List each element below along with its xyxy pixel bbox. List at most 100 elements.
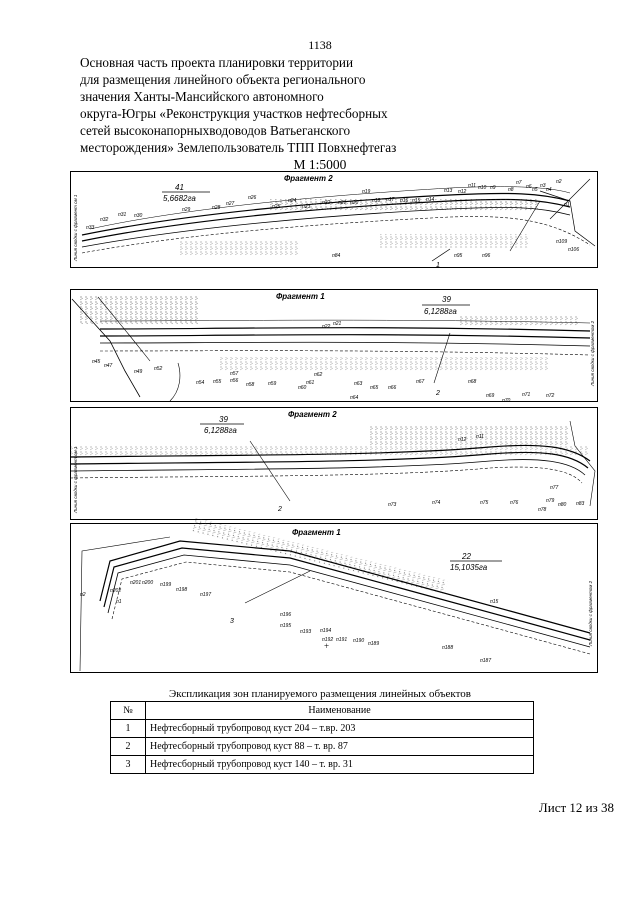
- fragment-label: Фрагмент 1: [276, 292, 325, 301]
- point-label: п66: [388, 385, 397, 391]
- point-label: п17: [386, 197, 395, 203]
- map-panel-4: Фрагмент 1 22 15,1035га Линия сводки с ф…: [70, 517, 598, 673]
- point-label: п79: [546, 498, 555, 504]
- point-label: п25: [272, 204, 281, 210]
- title-line: сетей высоконапорныхводоводов Ватьеганск…: [80, 123, 351, 138]
- point-label: п22: [322, 200, 331, 206]
- point-label: п29: [182, 207, 191, 213]
- point-label: п24: [288, 198, 297, 204]
- point-label: п3: [540, 183, 546, 189]
- row-number: 2: [110, 737, 146, 756]
- map-panel-1: Фрагмент 2 41 5,6682га Линия сводки с фр…: [70, 171, 598, 269]
- title-line: для размещения линейного объекта региона…: [80, 72, 366, 87]
- point-label: п59: [268, 381, 277, 387]
- point-label: п1: [116, 599, 122, 605]
- point-label: п23: [302, 204, 311, 210]
- point-label: п194: [320, 628, 331, 634]
- point-label: п196: [280, 612, 291, 618]
- point-label: п32: [100, 217, 109, 223]
- point-label: п52: [154, 366, 163, 372]
- table-row: 2 Нефтесборный трубопровод куст 88 – т. …: [110, 737, 534, 756]
- zone-number: 39: [442, 295, 451, 304]
- line-number: 2: [277, 506, 282, 513]
- point-label: п14: [426, 197, 435, 203]
- point-label: п191: [336, 637, 347, 643]
- point-label: п70: [502, 398, 511, 404]
- point-label: п96: [482, 253, 491, 259]
- point-label: п195: [280, 623, 291, 629]
- point-label: п5: [532, 187, 538, 193]
- point-label: п60: [298, 385, 307, 391]
- zone-area: 5,6682га: [163, 194, 196, 203]
- point-label: п188: [442, 645, 453, 651]
- title-line: Основная часть проекта планировки террит…: [80, 55, 354, 70]
- point-label: п109: [556, 239, 567, 245]
- point-label: п6: [526, 184, 532, 190]
- point-label: п73: [388, 502, 397, 508]
- cross-marker: +: [324, 641, 329, 651]
- point-label: п95: [454, 253, 463, 259]
- point-label: п193: [300, 629, 311, 635]
- point-label: п15: [490, 599, 499, 605]
- point-label: п45: [92, 359, 101, 365]
- point-label: п78: [538, 507, 547, 513]
- point-label: п21: [333, 321, 342, 327]
- point-label: п13: [444, 188, 453, 194]
- point-label: п58: [246, 382, 255, 388]
- title-line: месторождения» Землепользователь ТПП Пов…: [80, 140, 397, 155]
- row-number: 1: [110, 719, 146, 738]
- point-label: п62: [314, 372, 323, 378]
- point-label: п187: [480, 658, 491, 664]
- point-label: п8: [508, 187, 514, 193]
- point-label: п4: [546, 187, 552, 193]
- table-header-row: № Наименование: [110, 701, 534, 720]
- fragment-label: Фрагмент 2: [284, 174, 333, 183]
- point-label: п2: [556, 179, 562, 185]
- point-label: п20: [350, 200, 359, 206]
- point-label: п68: [468, 379, 477, 385]
- zone-number: 41: [175, 183, 184, 192]
- point-label: п74: [432, 500, 441, 506]
- point-label: п56: [230, 378, 239, 384]
- row-name: Нефтесборный трубопровод куст 204 – т.вр…: [145, 719, 534, 738]
- side-label: Линия сводки с фрагмент ом 1: [73, 446, 78, 514]
- point-label: п71: [522, 392, 531, 398]
- point-label: п106: [568, 247, 579, 253]
- point-label: п22: [322, 324, 331, 330]
- point-label: п200: [142, 580, 153, 586]
- title-line: значения Ханты-Мансийского автономного: [80, 89, 324, 104]
- point-label: п199: [160, 582, 171, 588]
- explication-table: № Наименование 1 Нефтесборный трубопрово…: [110, 701, 534, 774]
- point-label: п47: [104, 363, 113, 369]
- point-label: п65: [370, 385, 379, 391]
- point-label: п49: [134, 369, 143, 375]
- point-label: п54: [196, 380, 205, 386]
- point-label: п72: [546, 393, 555, 399]
- point-label: п63: [354, 381, 363, 387]
- point-label: п19: [362, 189, 371, 195]
- point-label: п18: [372, 198, 381, 204]
- point-label: п190: [353, 638, 364, 644]
- map-panel-2: Фрагмент 1 39 6,1288га Линия сводки с фр…: [70, 289, 598, 404]
- point-label: п77: [550, 485, 559, 491]
- point-label: п28: [212, 205, 221, 211]
- zone-area: 6,1288га: [204, 426, 237, 435]
- point-label: п69: [486, 393, 495, 399]
- zone-area: 6,1288га: [424, 307, 457, 316]
- point-label: п76: [510, 500, 519, 506]
- zone-number: 39: [219, 415, 228, 424]
- point-label: п61: [306, 380, 315, 386]
- table-row: 1 Нефтесборный трубопровод куст 204 – т.…: [110, 719, 534, 738]
- zone-area: 15,1035га: [450, 563, 488, 572]
- line-number: 1: [436, 262, 440, 269]
- fragment-label: Фрагмент 1: [292, 528, 341, 537]
- row-name: Нефтесборный трубопровод куст 88 – т. вр…: [145, 737, 534, 756]
- point-label: п30: [134, 213, 143, 219]
- point-label: п67: [416, 379, 425, 385]
- side-label: Линия сводки с фрагментом 2: [590, 320, 595, 387]
- explication-title: Экспликация зон планируемого размещения …: [169, 688, 471, 700]
- side-label: Линия сводки с фрагмент ом 1: [73, 194, 78, 262]
- point-label: п1: [564, 202, 570, 208]
- map-scale: М 1:5000: [293, 157, 347, 172]
- point-label: п2: [80, 592, 86, 598]
